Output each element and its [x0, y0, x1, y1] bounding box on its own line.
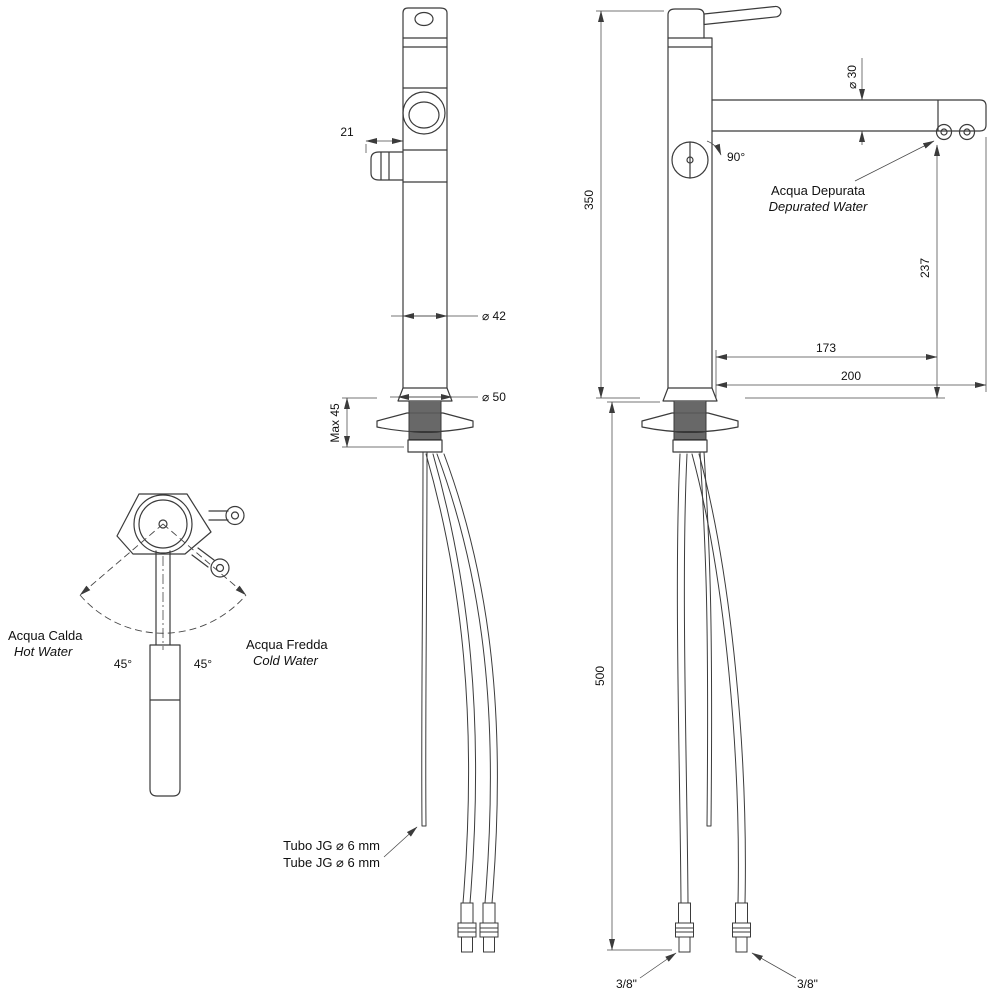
front-supply-lines — [421, 451, 498, 904]
tube-jg-label-en: Tube JG ⌀ 6 mm — [283, 855, 380, 870]
dim-spout-diameter-label: ⌀ 30 — [845, 65, 859, 89]
spout-outlet-right — [958, 123, 976, 141]
front-cap-screw — [414, 11, 434, 27]
dim-spout-reach-label: 200 — [841, 369, 861, 383]
top-cold-inlet — [210, 558, 230, 578]
side-view: ⌀ 30 90° Acqua Depurata Depurated Water … — [582, 5, 987, 991]
top-handle-lever — [149, 550, 181, 797]
dim-knob-offset-label: 21 — [340, 125, 354, 139]
side-handle-lever — [703, 5, 782, 26]
swing-angle-right-label: 45° — [194, 657, 212, 671]
side-faucet-body — [641, 5, 987, 453]
hot-water-label-it: Acqua Calda — [8, 628, 83, 643]
swivel-arc-arrow — [706, 140, 722, 156]
swivel-angle-label: 90° — [727, 150, 745, 164]
dim-base-diameter-label: ⌀ 50 — [482, 390, 506, 404]
swing-arc — [79, 594, 247, 634]
top-hot-inlet — [225, 505, 245, 526]
top-view: 45° 45° Acqua Calda Hot Water Acqua Fred… — [8, 493, 328, 797]
spout-outlet-left — [935, 123, 953, 141]
top-mounting-bracket — [116, 493, 212, 555]
cold-water-label-it: Acqua Fredda — [246, 637, 328, 652]
side-dimensions — [596, 10, 987, 979]
side-hose-fittings — [675, 902, 751, 953]
dim-hose-length-label: 500 — [593, 666, 607, 686]
side-jg-tube — [699, 451, 713, 827]
front-faucet-body — [370, 7, 474, 453]
depurated-water-label-en: Depurated Water — [769, 199, 868, 214]
fitting-size-right-label: 3/8" — [797, 977, 818, 991]
top-body-circle — [133, 494, 193, 554]
dim-body-diameter-label: ⌀ 42 — [482, 309, 506, 323]
depurated-water-label-it: Acqua Depurata — [771, 183, 866, 198]
side-threaded-shank — [673, 400, 707, 441]
front-dimensions — [342, 138, 478, 858]
side-hose-right — [691, 453, 746, 904]
front-jg-tube — [421, 451, 428, 827]
side-hose-left — [676, 453, 689, 904]
fitting-right-leader-line — [751, 952, 797, 979]
front-spout-face — [402, 91, 446, 135]
tube-jg-leader-line — [383, 826, 418, 858]
front-side-knob — [370, 151, 404, 181]
side-supply-lines — [676, 451, 746, 904]
dim-outlet-height-label: 237 — [918, 258, 932, 278]
front-threaded-shank — [408, 400, 442, 441]
front-mounting-nut — [407, 439, 443, 453]
top-swing-indicator — [79, 523, 247, 650]
side-cartridge-housing — [667, 8, 705, 39]
dim-max-counter-label: Max 45 — [328, 403, 342, 443]
cold-water-label-en: Cold Water — [253, 653, 318, 668]
top-faucet-outline — [116, 493, 245, 797]
swing-angle-left-label: 45° — [114, 657, 132, 671]
side-spout — [711, 99, 987, 132]
depurated-water-leader-line — [854, 140, 935, 182]
front-hose-right — [436, 453, 498, 904]
front-base-flange — [376, 412, 474, 433]
tube-jg-label-it: Tubo JG ⌀ 6 mm — [283, 838, 380, 853]
fitting-left-leader-line — [639, 952, 677, 979]
side-base-flange — [641, 412, 739, 433]
dim-outlet-reach-label: 173 — [816, 341, 836, 355]
front-view: 21 ⌀ 42 ⌀ 50 Max 45 Tubo JG ⌀ 6 mm Tube … — [283, 7, 506, 953]
dim-total-height-label: 350 — [582, 190, 596, 210]
hot-water-label-en: Hot Water — [14, 644, 73, 659]
fitting-size-left-label: 3/8" — [616, 977, 637, 991]
front-hose-fittings — [457, 902, 499, 953]
front-hose-left — [425, 453, 477, 904]
side-mounting-nut — [672, 439, 708, 453]
